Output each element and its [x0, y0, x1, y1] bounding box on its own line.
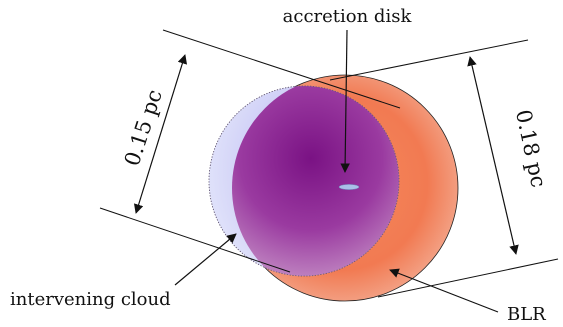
blr-label: BLR	[507, 304, 546, 325]
cloud-outline	[208, 85, 400, 277]
blr-pointer	[389, 268, 499, 313]
accretion-disk-pointer	[340, 29, 350, 173]
intervening-cloud-label: intervening cloud	[10, 289, 171, 310]
blr-tangent-upper	[329, 39, 529, 81]
blr-tangent-lower	[377, 258, 559, 298]
blr-size-label: 0.18 pc	[511, 108, 551, 190]
cloud-tangent-lower	[99, 207, 291, 273]
cloud-size-arrow	[133, 54, 188, 214]
accretion-disk-label: accretion disk	[283, 6, 413, 27]
cloud-tangent-upper	[162, 29, 401, 109]
accretion-disk	[338, 184, 360, 190]
cloud-size-label: 0.15 pc	[120, 87, 167, 169]
intervening-cloud-pointer	[174, 233, 237, 286]
blr-size-arrow	[467, 56, 519, 255]
